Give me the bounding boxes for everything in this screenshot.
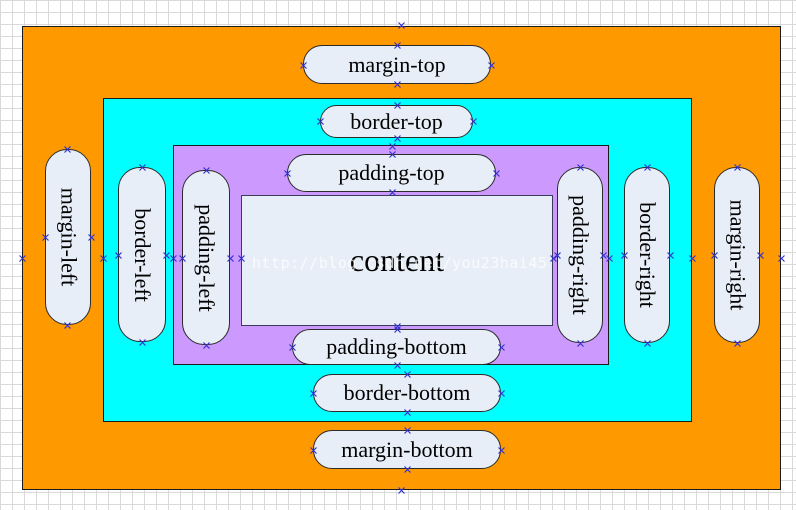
margin-bottom-label: margin-bottom xyxy=(313,430,501,469)
x-mark-icon xyxy=(576,163,584,171)
x-mark-icon xyxy=(469,117,477,125)
x-mark-icon xyxy=(397,21,405,29)
x-mark-icon xyxy=(388,188,396,196)
padding-left-label: padding-left xyxy=(182,170,230,345)
x-mark-icon xyxy=(666,251,674,259)
x-mark-icon xyxy=(202,166,210,174)
margin-left-label: margin-left xyxy=(45,149,91,325)
x-mark-icon xyxy=(87,233,95,241)
x-mark-icon xyxy=(138,338,146,346)
x-mark-icon xyxy=(497,343,505,351)
x-mark-icon xyxy=(393,322,401,330)
border-top-label: border-top xyxy=(320,105,473,138)
watermark: http://blog.csdn.net/you23hai45 xyxy=(252,254,548,272)
x-mark-icon xyxy=(316,117,324,125)
x-mark-icon xyxy=(733,163,741,171)
x-mark-icon xyxy=(756,251,764,259)
margin-top-label: margin-top xyxy=(303,45,491,84)
x-mark-icon xyxy=(114,251,122,259)
x-mark-icon xyxy=(403,465,411,473)
x-mark-icon xyxy=(169,254,177,262)
x-mark-icon xyxy=(403,370,411,378)
x-mark-icon xyxy=(777,254,785,262)
x-mark-icon xyxy=(393,101,401,109)
x-mark-icon xyxy=(599,251,607,259)
padding-right-label: padding-right xyxy=(557,167,603,343)
x-mark-icon xyxy=(553,251,561,259)
x-mark-icon xyxy=(487,61,495,69)
x-mark-icon xyxy=(18,254,26,262)
x-mark-icon xyxy=(403,426,411,434)
x-mark-icon xyxy=(309,446,317,454)
x-mark-icon xyxy=(549,254,557,262)
x-mark-icon xyxy=(605,254,613,262)
x-mark-icon xyxy=(299,61,307,69)
x-mark-icon xyxy=(733,339,741,347)
x-mark-icon xyxy=(393,361,401,369)
x-mark-icon xyxy=(63,145,71,153)
padding-top-label: padding-top xyxy=(287,154,496,192)
x-mark-icon xyxy=(497,446,505,454)
x-mark-icon xyxy=(393,80,401,88)
x-mark-icon xyxy=(497,389,505,397)
x-mark-icon xyxy=(388,150,396,158)
x-mark-icon xyxy=(138,163,146,171)
margin-right-label: margin-right xyxy=(714,167,760,343)
x-mark-icon xyxy=(403,408,411,416)
padding-bottom-label: padding-bottom xyxy=(292,329,501,365)
content-area xyxy=(241,195,553,326)
border-right-label: border-right xyxy=(624,167,670,343)
x-mark-icon xyxy=(397,486,405,494)
border-left-label: border-left xyxy=(118,167,166,342)
x-mark-icon xyxy=(393,325,401,333)
x-mark-icon xyxy=(576,339,584,347)
x-mark-icon xyxy=(41,233,49,241)
x-mark-icon xyxy=(388,142,396,150)
x-mark-icon xyxy=(393,41,401,49)
x-mark-icon xyxy=(226,254,234,262)
x-mark-icon xyxy=(162,251,170,259)
x-mark-icon xyxy=(492,169,500,177)
x-mark-icon xyxy=(99,254,107,262)
x-mark-icon xyxy=(178,254,186,262)
x-mark-icon xyxy=(620,251,628,259)
x-mark-icon xyxy=(288,343,296,351)
x-mark-icon xyxy=(643,339,651,347)
x-mark-icon xyxy=(688,254,696,262)
x-mark-icon xyxy=(309,389,317,397)
x-mark-icon xyxy=(393,134,401,142)
x-mark-icon xyxy=(643,163,651,171)
x-mark-icon xyxy=(63,321,71,329)
x-mark-icon xyxy=(237,254,245,262)
x-mark-icon xyxy=(202,341,210,349)
x-mark-icon xyxy=(710,251,718,259)
content-label: content xyxy=(349,242,445,278)
border-bottom-label: border-bottom xyxy=(313,374,501,412)
x-mark-icon xyxy=(283,169,291,177)
